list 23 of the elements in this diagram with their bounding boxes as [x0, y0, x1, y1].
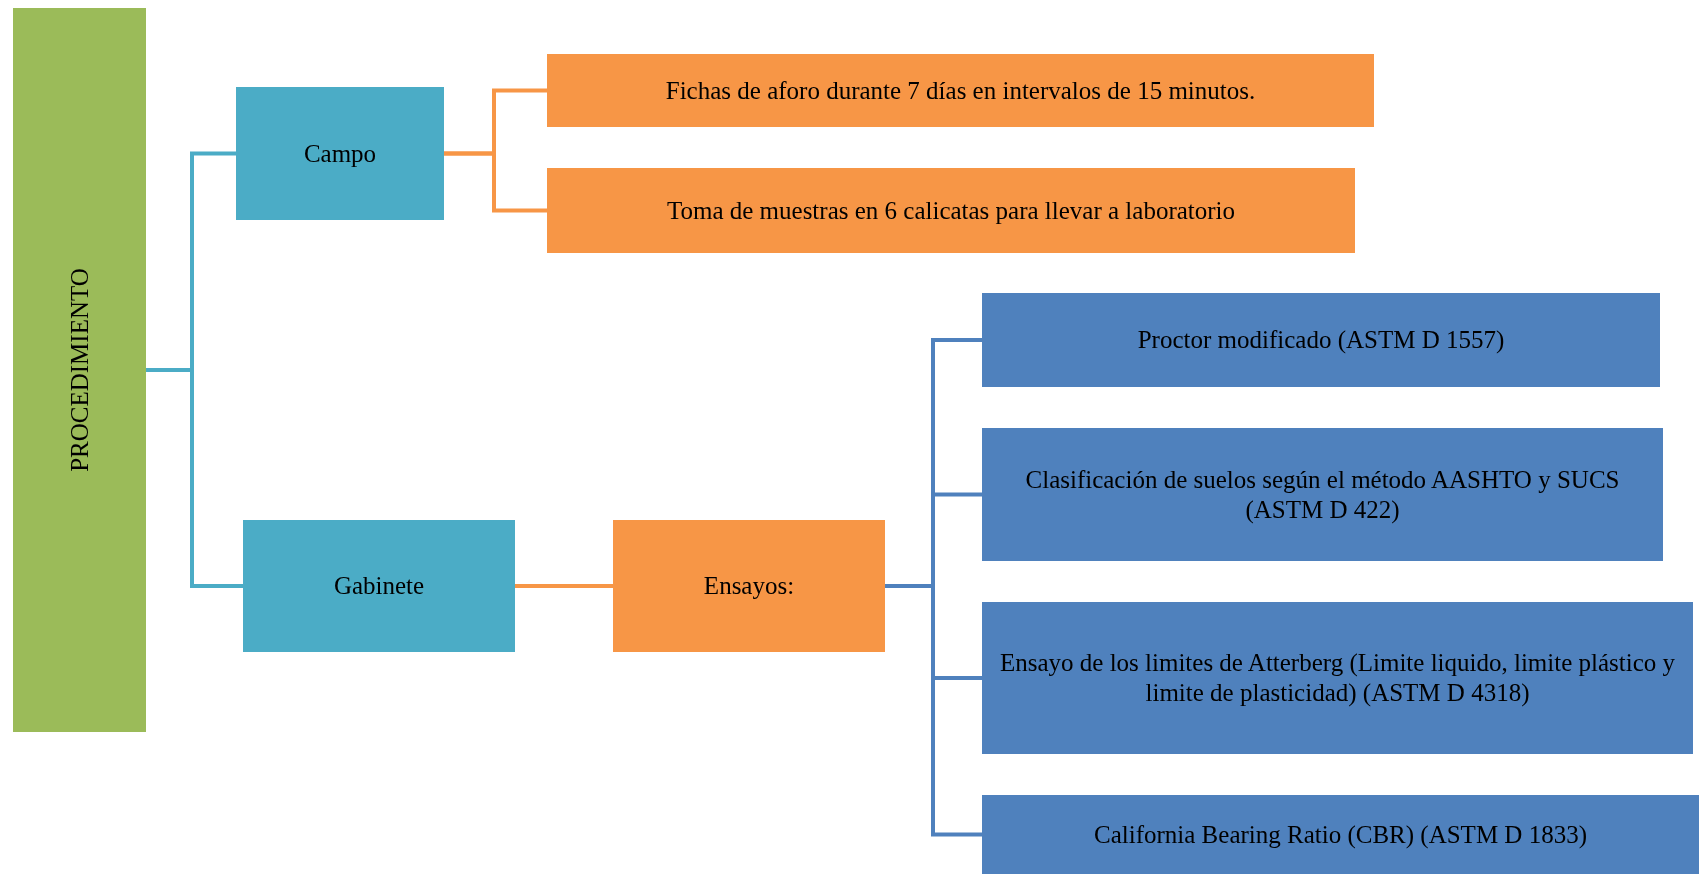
box-label: Toma de muestras en 6 calicatas para llevar a laboratorio [666, 195, 1236, 226]
process-box [613, 520, 885, 652]
process-box [547, 54, 1374, 127]
process-box [547, 168, 1355, 253]
process-box [982, 795, 1699, 874]
connector-line [515, 584, 613, 588]
connector-line [146, 368, 243, 588]
process-box [982, 293, 1660, 387]
process-box [982, 602, 1693, 754]
title-bar [13, 8, 146, 732]
box-label: Campo [303, 138, 377, 169]
connector-line [444, 151, 547, 213]
box-label: California Bearing Ratio (CBR) (ASTM D 1833) [1094, 819, 1587, 850]
box-label: Fichas de aforo durante 7 días en intervalos de 15 minutos. [665, 75, 1256, 106]
box-label: Ensayo de los limites de Atterberg (Limite liquido, limite plástico y limite de plasticidad) (ASTM D 4318) [998, 648, 1677, 708]
process-box [236, 87, 444, 220]
process-box [982, 428, 1663, 561]
box-label: Gabinete [333, 571, 425, 601]
box-label: PROCEDIMIENTO [64, 268, 94, 472]
box-label: Clasificación de suelos según el método AASHTO y SUCS (ASTM D 422) [1024, 464, 1621, 525]
box-label: Ensayos: [703, 571, 795, 601]
box-label: Proctor modificado (ASTM D 1557) [1137, 325, 1505, 355]
process-box [243, 520, 515, 652]
